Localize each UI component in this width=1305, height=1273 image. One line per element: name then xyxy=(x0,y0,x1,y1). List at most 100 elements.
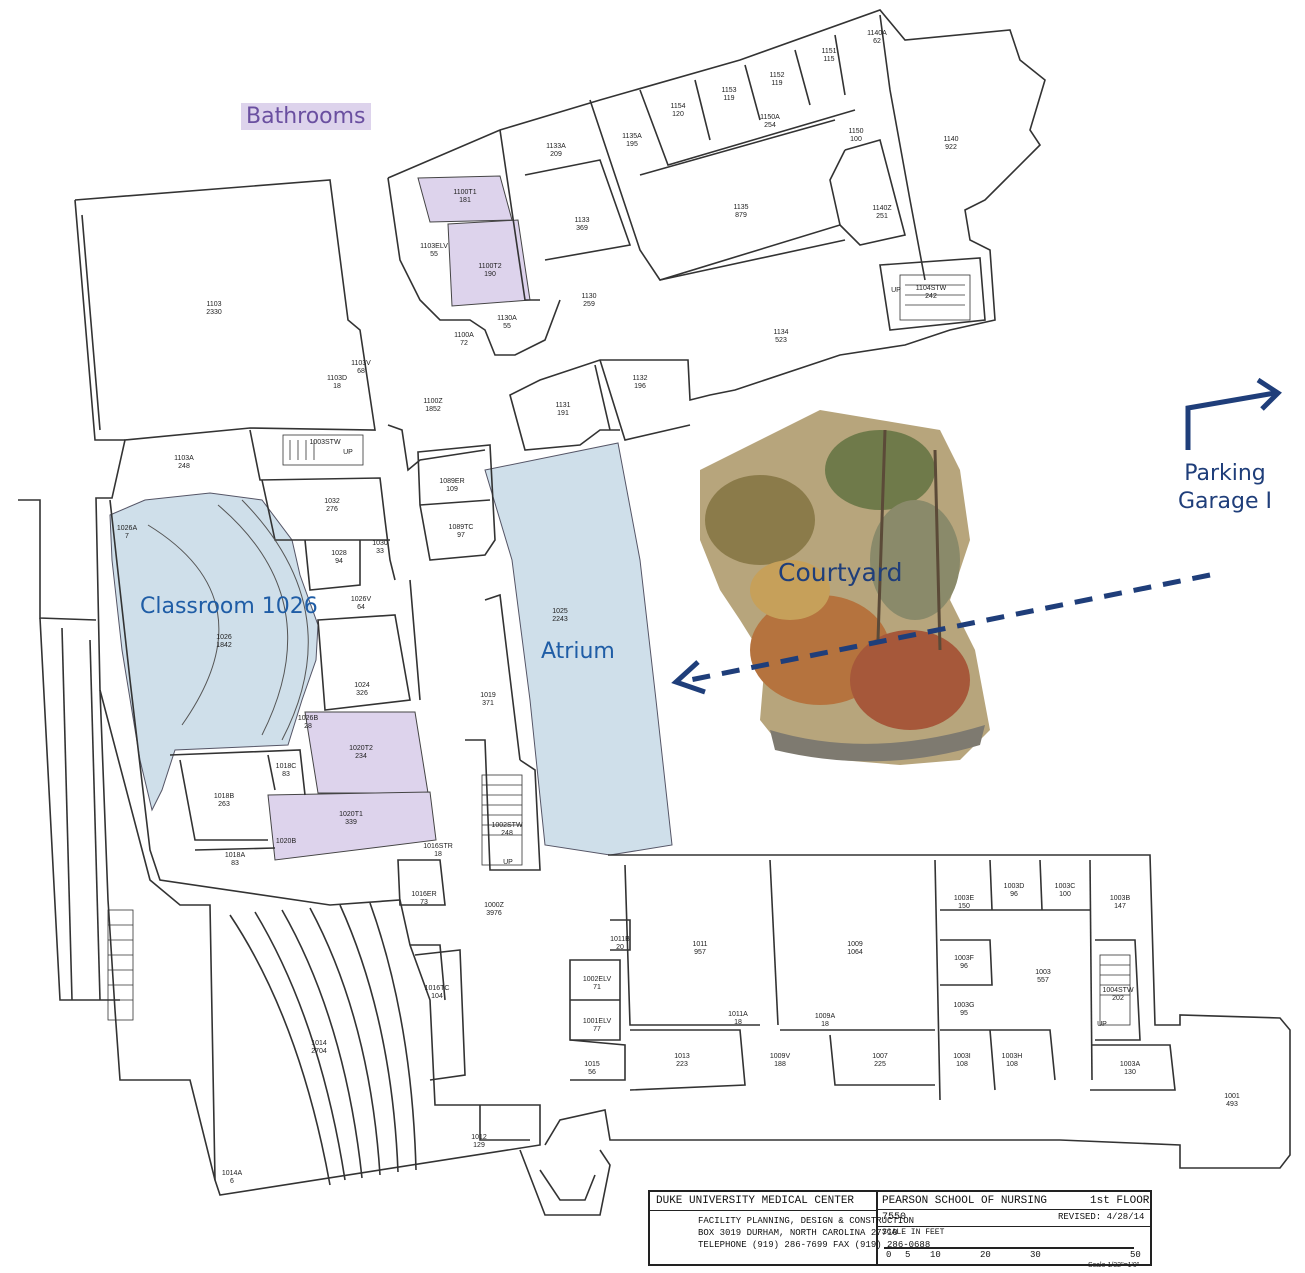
title-block: DUKE UNIVERSITY MEDICAL CENTER FACILITY … xyxy=(648,1190,1152,1266)
org-name: DUKE UNIVERSITY MEDICAL CENTER xyxy=(656,1195,855,1207)
room-area-1003C: 100 xyxy=(1059,891,1071,898)
room-area-1011B: 20 xyxy=(616,944,624,951)
scale-tick-label: 0 xyxy=(886,1250,892,1260)
room-number-1003: 1003 xyxy=(1035,969,1051,976)
room-area-1020T1: 339 xyxy=(345,819,357,826)
room-area-1150: 100 xyxy=(850,136,862,143)
room-area-1009V: 188 xyxy=(774,1061,786,1068)
room-area-1003: 557 xyxy=(1037,977,1049,984)
room-number-1014: 1014 xyxy=(311,1040,327,1047)
room-area-1012: 129 xyxy=(473,1142,485,1149)
room-number-1024: 1024 xyxy=(354,682,370,689)
room-number-1130A: 1130A xyxy=(497,315,517,322)
room-number-1002STW: 1002STW xyxy=(491,822,523,829)
classroom-1026-area[interactable] xyxy=(109,492,319,812)
room-number-1026B: 1026B xyxy=(298,715,319,722)
room-number-1103: 1103 xyxy=(206,301,221,308)
atrium-area[interactable] xyxy=(484,442,673,856)
room-number-1020T2: 1020T2 xyxy=(349,745,373,752)
room-number-1103D: 1103D xyxy=(327,375,347,382)
room-area-1026A: 7 xyxy=(125,533,129,540)
room-area-1100T2: 190 xyxy=(484,271,496,278)
room-area-1026: 1842 xyxy=(216,642,232,649)
room-number-1003E: 1003E xyxy=(954,895,975,902)
room-area-1000Z: 3976 xyxy=(486,910,502,917)
room-number-1140A: 1140A xyxy=(867,30,887,37)
room-area-1009A: 18 xyxy=(821,1021,829,1028)
room-area-1140Z: 251 xyxy=(876,213,888,220)
scale-title: SCALE IN FEET xyxy=(882,1228,945,1237)
room-area-1018B: 263 xyxy=(218,801,230,808)
room-area-1001: 493 xyxy=(1226,1101,1238,1108)
room-number-1016TC: 1016TC xyxy=(425,985,450,992)
building-number: 7550 xyxy=(882,1212,907,1223)
room-area-1100A: 72 xyxy=(460,340,468,347)
room-area-1016STR: 18 xyxy=(434,851,442,858)
room-area-1150A: 254 xyxy=(764,122,776,129)
room-number-1015: 1015 xyxy=(584,1061,600,1068)
room-area-1016TC: 104 xyxy=(431,993,443,1000)
room-area-1003I: 108 xyxy=(956,1061,968,1068)
room-number-1011A: 1011A xyxy=(728,1011,748,1018)
room-number-1003F: 1003F xyxy=(954,955,974,962)
scale-tick-label: 50 xyxy=(1130,1250,1141,1260)
room-area-1103V: 68 xyxy=(357,368,365,375)
room-area-1014A: 6 xyxy=(230,1178,234,1185)
room-area-1153: 119 xyxy=(723,95,734,102)
courtyard-image xyxy=(700,410,990,765)
room-area-1134: 523 xyxy=(775,337,787,344)
room-number-1104STW: 1104STW xyxy=(916,285,947,292)
room-area-1015: 56 xyxy=(588,1069,596,1076)
room-number-1009V: 1009V xyxy=(770,1053,791,1060)
room-area-1026V: 64 xyxy=(357,604,365,611)
floor-name: 1st FLOOR xyxy=(1090,1195,1150,1207)
bathroom-1020T1 xyxy=(267,791,437,861)
room-area-1154: 120 xyxy=(672,111,684,118)
revised-date: REVISED: 4/28/14 xyxy=(1058,1212,1145,1222)
room-area-1003A: 130 xyxy=(1124,1069,1136,1076)
room-area-1135: 879 xyxy=(735,212,747,219)
room-number-1100Z: 1100Z xyxy=(423,398,443,405)
room-number-1013: 1013 xyxy=(674,1053,690,1060)
room-area-1020T2: 234 xyxy=(355,753,367,760)
room-number-1020B: 1020B xyxy=(276,838,297,845)
room-area-1089TC: 97 xyxy=(457,532,465,539)
parking-arrow xyxy=(1185,390,1276,450)
highlight-zones xyxy=(109,442,673,856)
stair-up-marker: UP xyxy=(891,287,901,294)
room-number-1134: 1134 xyxy=(773,329,788,336)
room-number-1089ER: 1089ER xyxy=(439,478,464,485)
room-number-1150: 1150 xyxy=(848,128,863,135)
room-area-1003E: 150 xyxy=(958,903,970,910)
room-number-1003D: 1003D xyxy=(1004,883,1025,890)
scale-tick-label: 5 xyxy=(905,1250,911,1260)
room-number-1026A: 1026A xyxy=(117,525,138,532)
room-number-1000Z: 1000Z xyxy=(484,902,505,909)
room-number-1130: 1130 xyxy=(581,293,596,300)
room-area-1019: 371 xyxy=(482,700,494,707)
room-area-1028: 94 xyxy=(335,558,343,565)
room-number-1152: 1152 xyxy=(769,72,784,79)
phone: TELEPHONE (919) 286-7699 FAX (919) 286-0… xyxy=(698,1240,931,1250)
room-area-1001ELV: 77 xyxy=(593,1026,601,1033)
room-number-1131: 1131 xyxy=(555,402,570,409)
room-area-1103A: 248 xyxy=(178,463,190,470)
room-area-1002STW: 248 xyxy=(501,830,513,837)
room-number-1001: 1001 xyxy=(1224,1093,1240,1100)
room-number-1100T1: 1100T1 xyxy=(453,189,476,196)
room-area-1004STW: 202 xyxy=(1112,995,1124,1002)
room-number-1009: 1009 xyxy=(847,941,863,948)
scale-tick-label: 10 xyxy=(930,1250,941,1260)
room-area-1011A: 18 xyxy=(734,1019,742,1026)
classroom-seating xyxy=(147,499,309,741)
room-area-1130A: 55 xyxy=(503,323,511,330)
room-number-1003A: 1003A xyxy=(1120,1061,1141,1068)
room-number-1011B: 1011B xyxy=(610,936,630,943)
room-number-1001ELV: 1001ELV xyxy=(583,1018,612,1025)
room-number-1135A: 1135A xyxy=(622,133,642,140)
stair-up-marker: UP xyxy=(343,449,353,456)
room-number-1103ELV: 1103ELV xyxy=(420,243,448,250)
room-area-1089ER: 109 xyxy=(446,486,458,493)
parking-garage-label: Parking Garage I xyxy=(1170,460,1280,516)
